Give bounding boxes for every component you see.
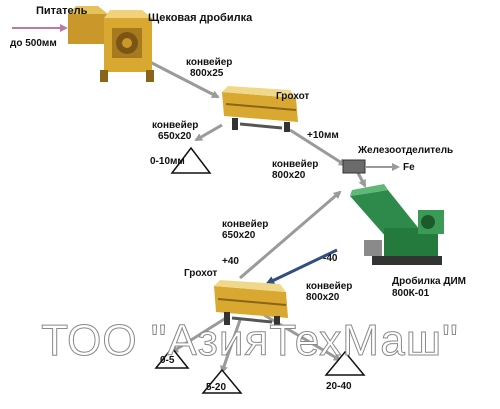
- return-conveyor-arrow: [239, 190, 342, 280]
- pile-0-10-icon: [170, 146, 212, 174]
- plus-40-label: +40: [222, 256, 239, 267]
- conveyor-1-label: конвейер: [186, 57, 233, 68]
- conveyor-4-label: конвейер: [222, 219, 269, 230]
- conveyor-800x20-arrow: [289, 128, 347, 167]
- fraction-20-40-label: 20-40: [326, 381, 352, 392]
- dim-crusher-image: [350, 184, 444, 265]
- feed-size-label: до 500мм: [10, 38, 57, 49]
- conveyor-2-size: 650х20: [158, 131, 192, 142]
- separator-label: Железоотделитель: [358, 145, 454, 156]
- fe-label: Fe: [403, 162, 415, 173]
- plus-10-label: +10мм: [307, 130, 339, 141]
- screen-2-label: Грохот: [184, 268, 218, 279]
- output-0-5-arrow: [170, 316, 227, 354]
- conveyor-5-label: конвейер: [306, 281, 353, 292]
- crusher-dim-label: Дробилка ДИМ: [392, 276, 467, 287]
- crusher-to-screen-arrow: [265, 248, 338, 285]
- conveyor-3-label: конвейер: [272, 159, 319, 170]
- conveyor-1-size: 800х25: [190, 68, 224, 79]
- conveyor-800x25-arrow: [149, 60, 220, 99]
- jaw-crusher-image: [68, 6, 154, 82]
- separator-to-crusher-arrow: [356, 172, 367, 188]
- minus-40-label: -40: [323, 253, 338, 264]
- screen-2-image: [214, 280, 288, 327]
- conveyor-4-size: 650х20: [222, 230, 256, 241]
- screen-1-label: Грохот: [276, 91, 310, 102]
- crusher-dim-model: 800К-01: [392, 288, 430, 299]
- pile-0-5-icon: [154, 346, 190, 369]
- jaw-crusher-label: Щековая дробилка: [148, 12, 253, 24]
- conveyor-2-label: конвейер: [152, 120, 199, 131]
- pile-5-20-icon: [201, 368, 243, 394]
- conveyor-650x20-arrow: [194, 123, 223, 142]
- magnetic-separator-image: [342, 159, 366, 174]
- feeder-label: Питатель: [36, 5, 88, 17]
- pile-20-40-icon: [324, 350, 366, 376]
- conveyor-3-size: 800х20: [272, 170, 306, 181]
- fraction-0-10-label: 0-10мм: [150, 156, 185, 167]
- watermark-text: ТОО "АзияТехМаш": [41, 316, 459, 366]
- conveyor-5-size: 800х20: [306, 292, 340, 303]
- fraction-5-20-label: 5-20: [206, 382, 227, 393]
- fraction-0-5-label: 0-5: [160, 355, 175, 366]
- output-5-20-arrow: [220, 319, 242, 374]
- screen-1-image: [222, 86, 298, 132]
